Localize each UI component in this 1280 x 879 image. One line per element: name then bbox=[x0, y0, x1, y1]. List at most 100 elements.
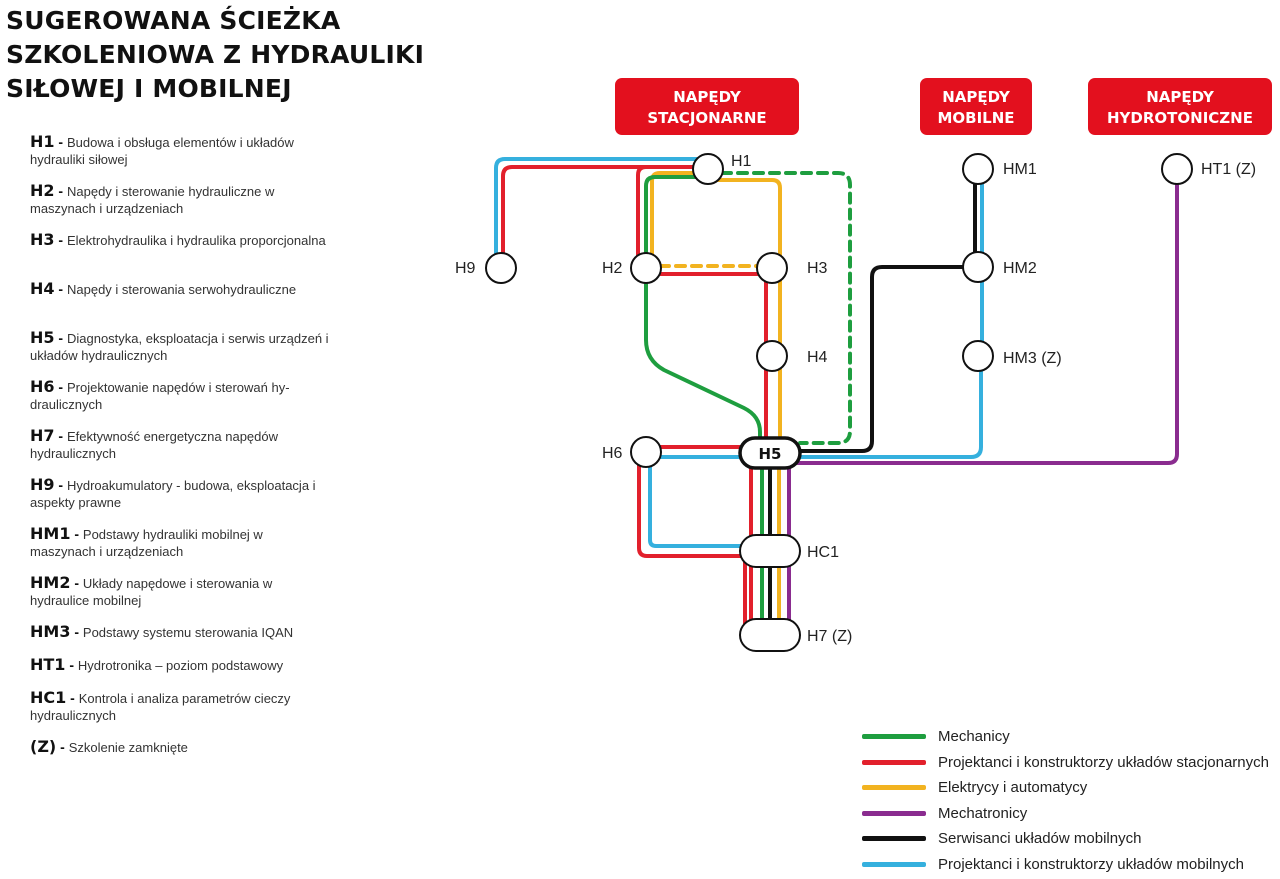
title-line-2: SZKOLENIOWA Z HYDRAULIKI bbox=[6, 40, 425, 69]
course-code: HM2 bbox=[30, 573, 71, 592]
route-red-h9-h1 bbox=[501, 165, 710, 270]
course-description: Układy napędowe i sterowania w hydraulic… bbox=[30, 576, 273, 608]
node-h1[interactable] bbox=[692, 153, 724, 185]
node-labels: H1 H9 H2 H3 H4 H6 H5 HC1 H7 (Z) HM1 HM2 … bbox=[455, 153, 1256, 645]
page-title: SUGEROWANA ŚCIEŻKA SZKOLENIOWA Z HYDRAUL… bbox=[6, 4, 424, 106]
course-code: H7 bbox=[30, 426, 55, 445]
course-code: H5 bbox=[30, 328, 55, 347]
course-code: H3 bbox=[30, 230, 55, 249]
route-red-h6-hc1 bbox=[637, 450, 770, 558]
node-h3[interactable] bbox=[756, 252, 788, 284]
course-legend-item: HM3 - Podstawy systemu sterowania IQAN bbox=[30, 623, 330, 641]
course-dash: - bbox=[54, 134, 67, 150]
label-hc1: HC1 bbox=[807, 544, 839, 561]
header-stationary-line1: NAPĘDY bbox=[673, 88, 742, 106]
course-description: Szkolenie zamknięte bbox=[68, 740, 188, 755]
route-yellow-h1-h3 bbox=[714, 178, 782, 270]
course-legend-item: (Z) - Szkolenie zamknięte bbox=[30, 738, 330, 756]
course-description: Podstawy systemu sterowania IQAN bbox=[82, 625, 294, 640]
course-dash: - bbox=[54, 281, 67, 297]
header-mobile: NAPĘDY MOBILNE bbox=[920, 78, 1032, 135]
course-description: Elektrohydraulika i hydraulika proporcjo… bbox=[66, 233, 326, 248]
route-lines bbox=[494, 157, 1179, 636]
header-hydrotronic-box bbox=[1088, 78, 1272, 135]
line-key-swatch bbox=[862, 861, 926, 867]
line-key-label: Serwisanci układów mobilnych bbox=[938, 830, 1142, 848]
label-h2: H2 bbox=[602, 260, 623, 277]
route-purple-h5-ht1 bbox=[768, 168, 1179, 465]
course-description: Efektywność energetyczna napędów hydraul… bbox=[30, 429, 278, 461]
line-key-row: Mechatronicy bbox=[862, 801, 1277, 827]
label-h6: H6 bbox=[602, 445, 623, 462]
label-hm2: HM2 bbox=[1003, 260, 1037, 277]
header-stationary-box bbox=[615, 78, 799, 135]
route-blue-h5-hm3 bbox=[768, 355, 983, 459]
course-code: H2 bbox=[30, 181, 55, 200]
line-key-row: Serwisanci układów mobilnych bbox=[862, 826, 1277, 852]
route-red-h2-h3 bbox=[644, 272, 768, 284]
course-dash: - bbox=[66, 690, 79, 706]
course-code: H4 bbox=[30, 279, 55, 298]
node-hm2[interactable] bbox=[962, 251, 994, 283]
course-dash: - bbox=[70, 575, 83, 591]
node-ht1[interactable] bbox=[1161, 153, 1193, 185]
course-dash: - bbox=[54, 330, 67, 346]
line-key-swatch bbox=[862, 836, 926, 842]
course-legend-item: H9 - Hydroakumulatory - budowa, eksploat… bbox=[30, 476, 330, 511]
course-code: H6 bbox=[30, 377, 55, 396]
course-legend-item: HC1 - Kontrola i analiza parametrów ciec… bbox=[30, 689, 330, 724]
node-h4[interactable] bbox=[756, 340, 788, 372]
route-black-h5-hm2 bbox=[768, 265, 980, 453]
course-description: Napędy i sterowanie hydrauliczne w maszy… bbox=[30, 184, 275, 216]
label-ht1: HT1 (Z) bbox=[1201, 161, 1256, 178]
course-code: H9 bbox=[30, 475, 55, 494]
node-h7[interactable] bbox=[739, 618, 801, 652]
node-hm3[interactable] bbox=[962, 340, 994, 372]
course-legend-item: HM1 - Podstawy hydrauliki mobilnej w mas… bbox=[30, 525, 330, 560]
node-hm1[interactable] bbox=[962, 153, 994, 185]
label-h4: H4 bbox=[807, 349, 828, 366]
header-hydrotronic-line2: HYDROTONICZNE bbox=[1107, 109, 1253, 127]
course-description: Projektowanie napędów i sterowań hy-drau… bbox=[30, 380, 290, 412]
node-hc1[interactable] bbox=[739, 534, 801, 568]
course-description: Hydroakumulatory - budowa, eksploatacja … bbox=[30, 478, 316, 510]
header-mobile-line2: MOBILNE bbox=[937, 109, 1014, 127]
header-stationary: NAPĘDY STACJONARNE bbox=[615, 78, 799, 135]
course-dash: - bbox=[65, 657, 78, 673]
line-key-row: Projektanci i konstruktorzy układów mobi… bbox=[862, 852, 1277, 878]
course-description: Podstawy hydrauliki mobilnej w maszynach… bbox=[30, 527, 263, 559]
course-code: H1 bbox=[30, 132, 55, 151]
label-hm1: HM1 bbox=[1003, 161, 1037, 178]
line-key-swatch bbox=[862, 759, 926, 765]
course-legend-item: H4 - Napędy i sterowania serwohydraulicz… bbox=[30, 280, 330, 298]
course-code: HM1 bbox=[30, 524, 71, 543]
course-code: HT1 bbox=[30, 655, 66, 674]
label-h3: H3 bbox=[807, 260, 828, 277]
title-line-3: SIŁOWEJ I MOBILNEJ bbox=[6, 74, 292, 103]
course-legend-item: H6 - Projektowanie napędów i sterowań hy… bbox=[30, 378, 330, 413]
course-dash: - bbox=[56, 739, 69, 755]
course-dash: - bbox=[54, 232, 67, 248]
header-mobile-box bbox=[920, 78, 1032, 135]
course-dash: - bbox=[54, 477, 67, 493]
course-dash: - bbox=[54, 183, 67, 199]
node-h2[interactable] bbox=[630, 252, 662, 284]
line-key-swatch bbox=[862, 785, 926, 791]
header-mobile-line1: NAPĘDY bbox=[942, 88, 1011, 106]
course-dash: - bbox=[54, 428, 67, 444]
course-code: HC1 bbox=[30, 688, 67, 707]
node-h5[interactable] bbox=[738, 436, 802, 470]
line-key-row: Projektanci i konstruktorzy układów stac… bbox=[862, 750, 1277, 776]
header-stationary-line2: STACJONARNE bbox=[647, 109, 766, 127]
route-green-dashed-h1-h5 bbox=[720, 171, 852, 445]
line-key-label: Mechatronicy bbox=[938, 804, 1028, 822]
course-code: HM3 bbox=[30, 622, 71, 641]
header-hydrotronic-line1: NAPĘDY bbox=[1146, 88, 1215, 106]
node-h6[interactable] bbox=[630, 436, 662, 468]
course-legend-item: H5 - Diagnostyka, eksploatacja i serwis … bbox=[30, 329, 330, 364]
line-key-swatch bbox=[862, 734, 926, 740]
title-line-1: SUGEROWANA ŚCIEŻKA bbox=[6, 6, 341, 35]
line-key-row: Elektrycy i automatycy bbox=[862, 775, 1277, 801]
course-description: Budowa i obsługa elementów i układów hyd… bbox=[30, 135, 294, 167]
node-h9[interactable] bbox=[485, 252, 517, 284]
